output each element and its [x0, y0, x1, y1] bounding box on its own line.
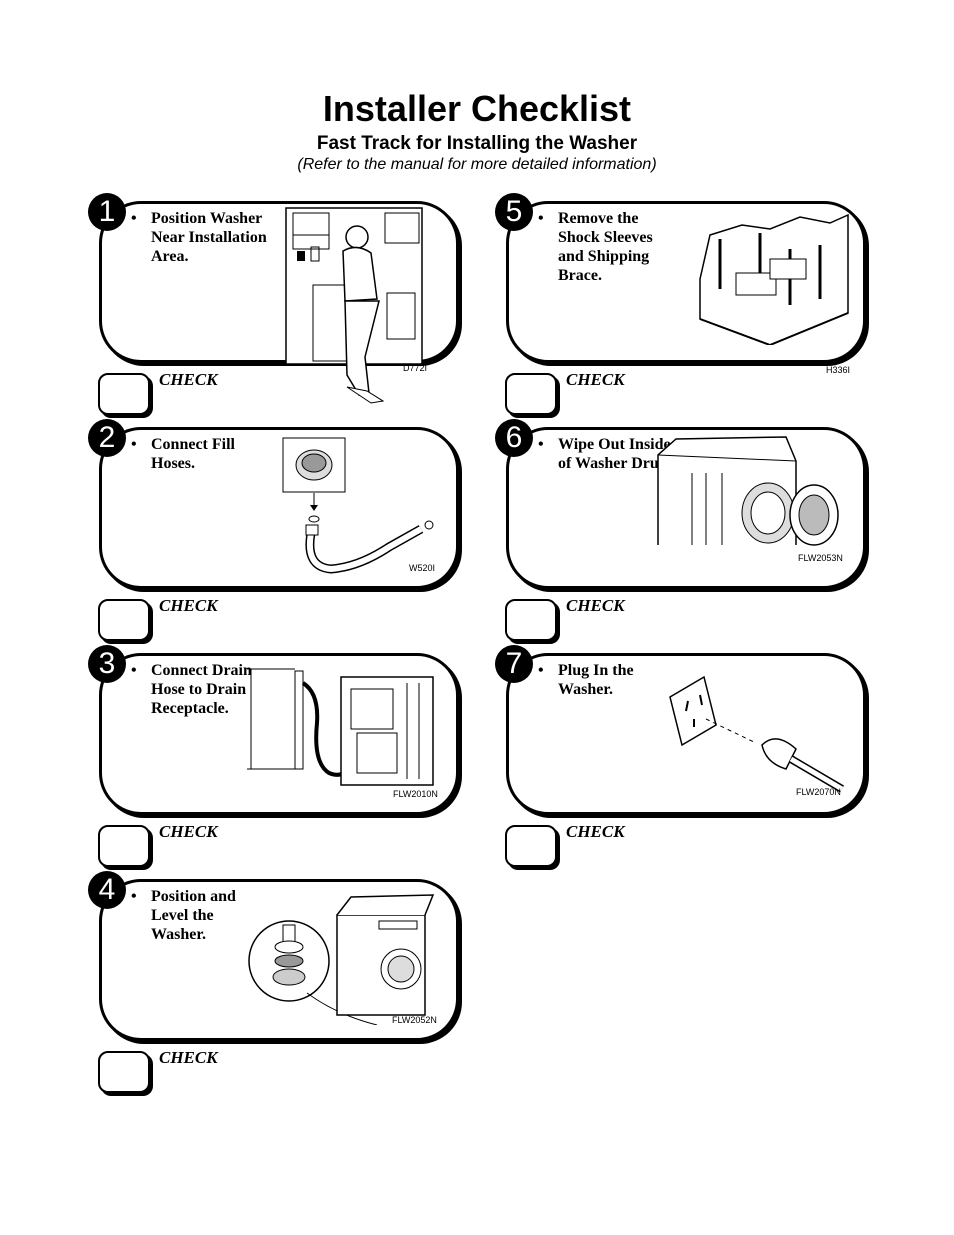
- figure-code: H336I: [826, 365, 851, 375]
- checklist-step-2: 2 • Connect Fill Hoses. W520I CHECK: [88, 419, 509, 642]
- check-box[interactable]: [505, 373, 557, 415]
- checklist-step-1: 1 • Position Washer Near Installation Ar…: [88, 193, 509, 416]
- check-label: CHECK: [566, 596, 625, 615]
- step-instruction-text: Plug In the Washer.: [558, 662, 634, 698]
- page-title: Installer Checklist: [322, 88, 632, 129]
- step-panel: [99, 427, 459, 589]
- check-box[interactable]: [505, 825, 557, 867]
- check-label: CHECK: [159, 370, 218, 389]
- bullet-icon: •: [131, 888, 137, 905]
- check-label: CHECK: [566, 822, 625, 841]
- step-instruction: • Position and Level the Washer.: [131, 887, 271, 944]
- bullet-icon: •: [538, 662, 544, 679]
- step-instruction: • Connect Drain Hose to Drain Receptacle…: [131, 661, 271, 718]
- fill-hose-illustration: [282, 437, 434, 574]
- step-instruction-text: Position and Level the Washer.: [151, 888, 236, 943]
- check-box[interactable]: [98, 1051, 150, 1093]
- step-instruction-text: Wipe Out Inside of Washer Drum.: [558, 436, 677, 472]
- check-box[interactable]: [505, 599, 557, 641]
- washer-drum-illustration: [657, 436, 839, 546]
- figure-code: FLW2053N: [798, 553, 843, 563]
- step-number-badge: 4: [88, 871, 126, 909]
- laundry-room-illustration: [285, 207, 423, 404]
- bullet-icon: •: [131, 662, 137, 679]
- check-box[interactable]: [98, 373, 150, 415]
- checklist-step-6: 6 • Wipe Out Inside of Washer Drum. FLW2…: [495, 419, 916, 642]
- drain-hose-illustration: [247, 668, 434, 786]
- shipping-brace-illustration: [699, 213, 849, 345]
- step-number-badge: 1: [88, 193, 126, 231]
- step-number-badge: 3: [88, 645, 126, 683]
- manual-reference-note: (Refer to the manual for more detailed i…: [297, 156, 657, 173]
- check-label: CHECK: [159, 596, 218, 615]
- check-label: CHECK: [566, 370, 625, 389]
- step-instruction: • Position Washer Near Installation Area…: [131, 209, 271, 266]
- power-plug-illustration: [669, 675, 845, 793]
- page-subtitle: Fast Track for Installing the Washer: [316, 133, 638, 154]
- check-label: CHECK: [159, 1048, 218, 1067]
- checklist-step-5: 5 • Remove the Shock Sleeves and Shippin…: [495, 193, 916, 416]
- step-instruction: • Wipe Out Inside of Washer Drum.: [538, 435, 678, 473]
- step-number-badge: 5: [495, 193, 533, 231]
- bullet-icon: •: [538, 210, 544, 227]
- step-instruction: • Remove the Shock Sleeves and Shipping …: [538, 209, 678, 285]
- checklist-step-4: 4 • Position and Level the Washer. FLW20…: [88, 871, 509, 1094]
- check-box[interactable]: [98, 825, 150, 867]
- bullet-icon: •: [131, 436, 137, 453]
- bullet-icon: •: [538, 436, 544, 453]
- leveling-legs-illustration: [248, 894, 435, 1025]
- step-instruction: • Plug In the Washer.: [538, 661, 678, 699]
- step-number-badge: 2: [88, 419, 126, 457]
- figure-code: FLW2070N: [796, 787, 841, 797]
- checklist-step-7: 7 • Plug In the Washer. FLW2070N CHECK: [495, 645, 916, 868]
- step-instruction-text: Connect Drain Hose to Drain Receptacle.: [151, 662, 252, 717]
- step-instruction-text: Position Washer Near Installation Area.: [151, 210, 267, 265]
- checklist-step-3: 3 • Connect Drain Hose to Drain Receptac…: [88, 645, 509, 868]
- figure-code: FLW2010N: [393, 789, 438, 799]
- step-instruction-text: Connect Fill Hoses.: [151, 436, 235, 472]
- check-label: CHECK: [159, 822, 218, 841]
- step-number-badge: 7: [495, 645, 533, 683]
- figure-code: W520I: [409, 563, 436, 573]
- step-instruction: • Connect Fill Hoses.: [131, 435, 271, 473]
- bullet-icon: •: [131, 210, 137, 227]
- step-number-badge: 6: [495, 419, 533, 457]
- step-instruction-text: Remove the Shock Sleeves and Shipping Br…: [558, 210, 653, 284]
- figure-code: FLW2052N: [392, 1015, 437, 1025]
- check-box[interactable]: [98, 599, 150, 641]
- figure-code: D772I: [403, 363, 428, 373]
